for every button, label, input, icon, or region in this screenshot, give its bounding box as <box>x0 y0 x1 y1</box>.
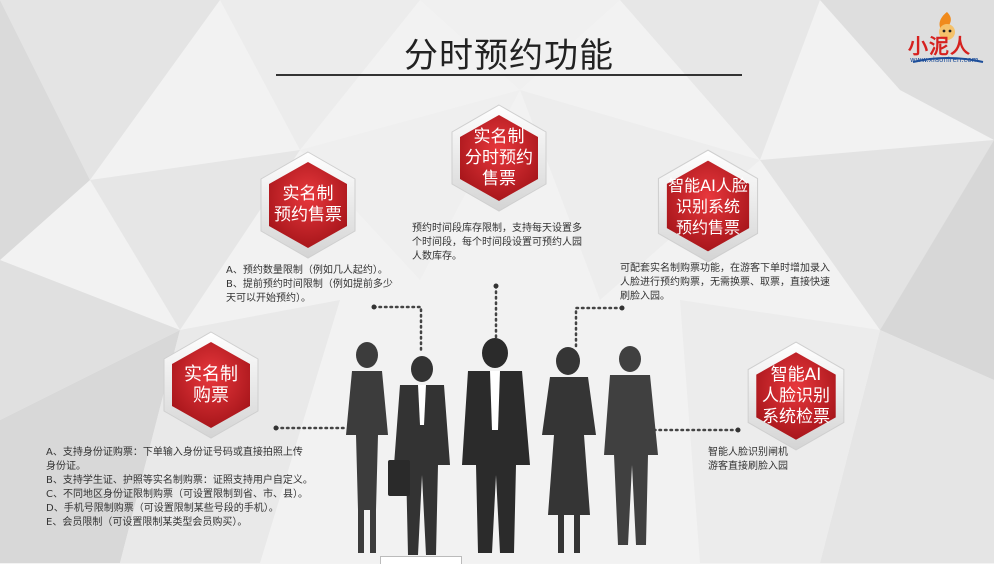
badge-timeslot-booking: 实名制 分时预约 售票 <box>444 103 554 213</box>
badge-label: 智能AI 人脸识别 系统检票 <box>762 364 830 427</box>
desc-face-booking: 可配套实名制购票功能，在游客下单时增加录入 人脸进行预约购票，无需换票、取票，直… <box>620 263 830 302</box>
brand-logo-icon <box>912 12 984 63</box>
badge-face-checkin: 智能AI 人脸识别 系统检票 <box>740 340 852 452</box>
badge-label: 实名制 预约售票 <box>274 184 342 225</box>
badge-face-booking: 智能AI人脸 识别系统 预约售票 <box>650 148 766 264</box>
badge-label: 实名制 购票 <box>184 364 238 406</box>
desc-realname-ticket: A、支持身份证购票：下单输入身份证号码或直接拍照上传 身份证。 B、支持学生证、… <box>46 447 313 528</box>
brand-logo-text: 小泥人 <box>908 34 971 58</box>
hexagon-icon <box>747 341 845 451</box>
hexagon-icon <box>260 151 356 259</box>
hexagon-icon <box>163 331 259 439</box>
badge-label: 实名制 分时预约 售票 <box>465 126 533 189</box>
desc-timeslot-booking: 预约时间段库存限制，支持每天设置多 个时间段，每个时间段设置可预约人园 人数库存… <box>412 223 582 262</box>
title-underline <box>276 74 742 76</box>
hexagon-icon <box>451 104 547 212</box>
badge-realname-ticket: 实名制 购票 <box>156 330 266 440</box>
hexagon-icon <box>657 149 759 263</box>
bottom-tab[interactable] <box>380 556 462 564</box>
desc-face-checkin: 智能人脸识别闸机 游客直接刷脸入园 <box>708 447 788 472</box>
badge-label: 智能AI人脸 识别系统 预约售票 <box>668 175 748 237</box>
badge-realname-booking: 实名制 预约售票 <box>253 150 363 260</box>
desc-realname-booking: A、预约数量限制（例如几人起约）。 B、提前预约时间限制（例如提前多少 天可以开… <box>226 265 393 304</box>
business-people-illustration <box>346 338 658 555</box>
page-title: 分时预约功能 <box>404 36 614 76</box>
brand-url: www.xiaoniren.com <box>910 56 979 64</box>
